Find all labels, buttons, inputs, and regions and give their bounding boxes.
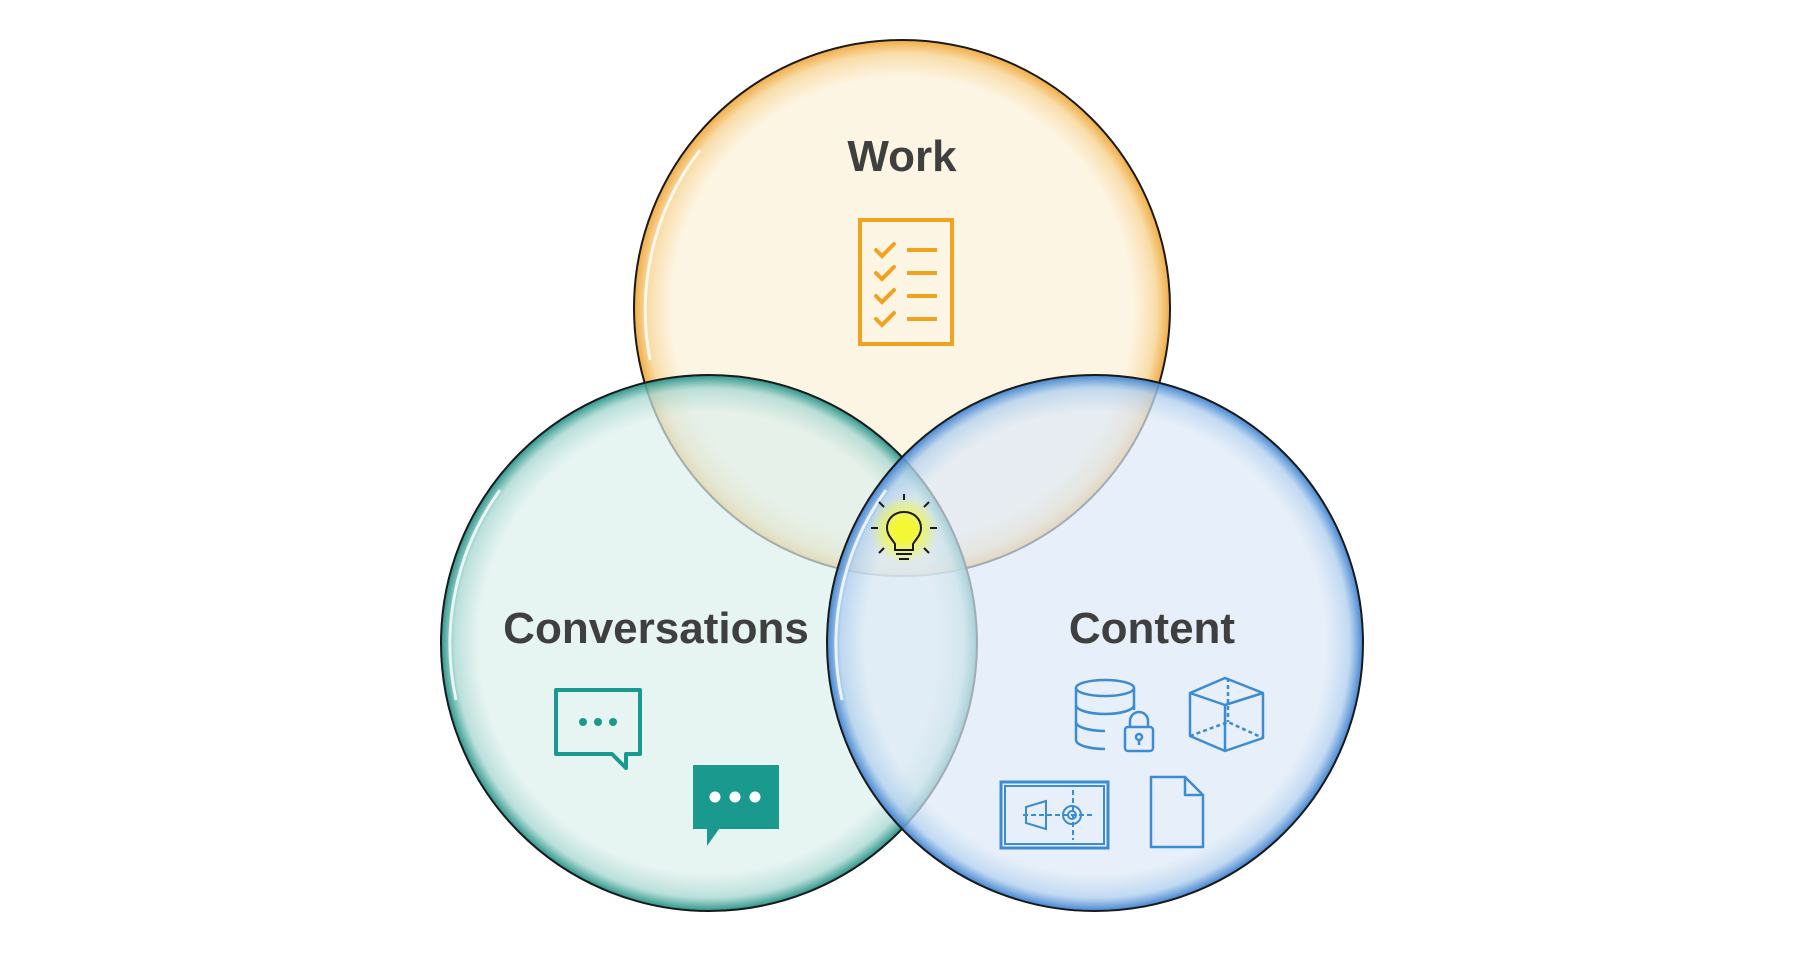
checklist-icon bbox=[858, 218, 954, 346]
label-content: Content bbox=[1069, 604, 1236, 653]
chat-bubble-filled-icon bbox=[693, 765, 779, 846]
database-lock-icon bbox=[1074, 678, 1155, 753]
lightbulb-icon bbox=[870, 494, 938, 564]
engineering-drawing-icon bbox=[999, 780, 1110, 850]
circle-content bbox=[826, 374, 1364, 912]
cube-icon bbox=[1188, 676, 1265, 753]
label-conversations: Conversations bbox=[503, 604, 809, 653]
chat-bubble-outline-icon bbox=[554, 688, 642, 770]
label-work: Work bbox=[847, 132, 957, 181]
document-icon bbox=[1149, 775, 1205, 849]
